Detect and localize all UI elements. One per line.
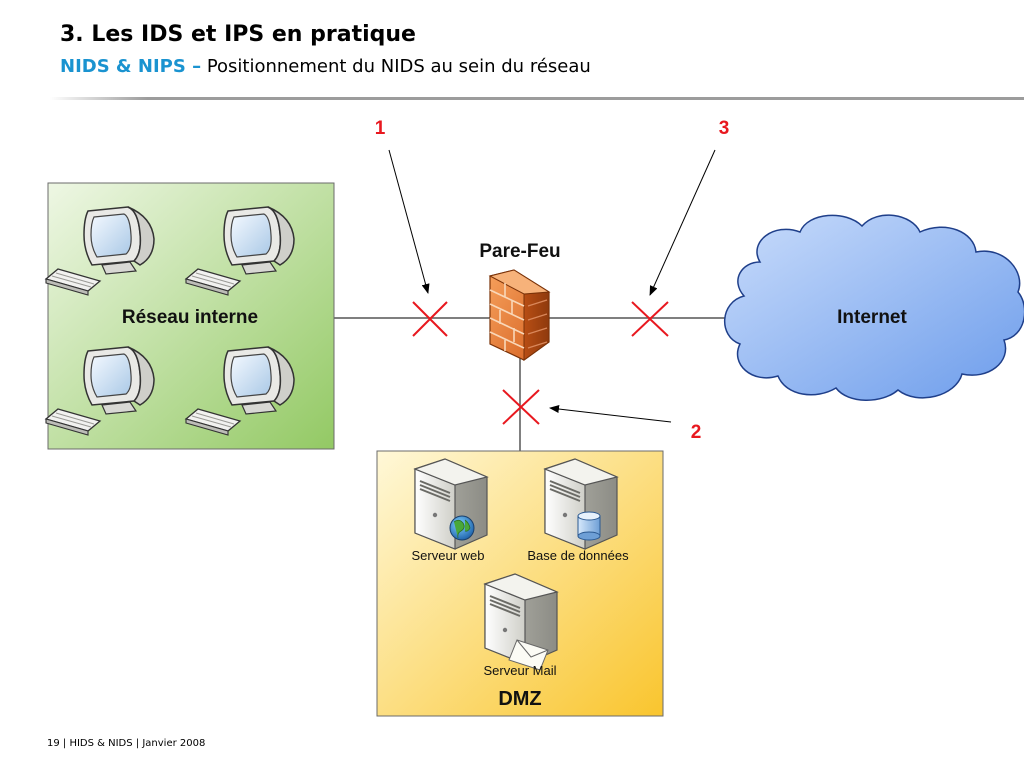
slide-subtitle: NIDS & NIPS – Positionnement du NIDS au … (60, 56, 591, 77)
arrow-2 (549, 405, 672, 423)
mail-server-icon (484, 573, 558, 671)
nids-position-marker-3 (631, 301, 669, 337)
position-label-1: 1 (375, 118, 386, 139)
internal-network-zone: Réseau interne (45, 182, 335, 450)
slide-title: 3. Les IDS et IPS en pratique (60, 22, 416, 47)
database-server-label: Base de données (527, 548, 629, 563)
slide-footer: 19 | HIDS & NIDS | Janvier 2008 (47, 738, 206, 749)
web-server-icon (414, 458, 488, 550)
envelope-icon (508, 639, 549, 671)
dmz-label: DMZ (498, 688, 541, 710)
subtitle-highlight: NIDS & NIPS – (60, 56, 202, 77)
internet-label: Internet (837, 307, 907, 328)
internal-network-label: Réseau interne (122, 307, 258, 328)
web-server-label: Serveur web (412, 548, 485, 563)
mail-server-label: Serveur Mail (484, 663, 557, 678)
database-icon (577, 511, 601, 541)
internet-cloud-icon (724, 214, 1024, 401)
arrow-3 (649, 149, 716, 296)
arrow-1 (388, 149, 430, 294)
firewall-label: Pare-Feu (479, 241, 560, 262)
position-label-2: 2 (691, 422, 702, 443)
header-rule (50, 97, 1024, 100)
firewall-icon (488, 269, 551, 361)
dmz-zone: Serveur web Base de données Serveur Mail… (376, 450, 664, 717)
position-label-3: 3 (719, 118, 730, 139)
database-server-icon (544, 458, 618, 550)
globe-icon (449, 515, 475, 541)
subtitle-text: Positionnement du NIDS au sein du réseau (201, 56, 591, 77)
nids-position-marker-1 (412, 301, 448, 337)
nids-position-marker-2 (502, 389, 540, 425)
